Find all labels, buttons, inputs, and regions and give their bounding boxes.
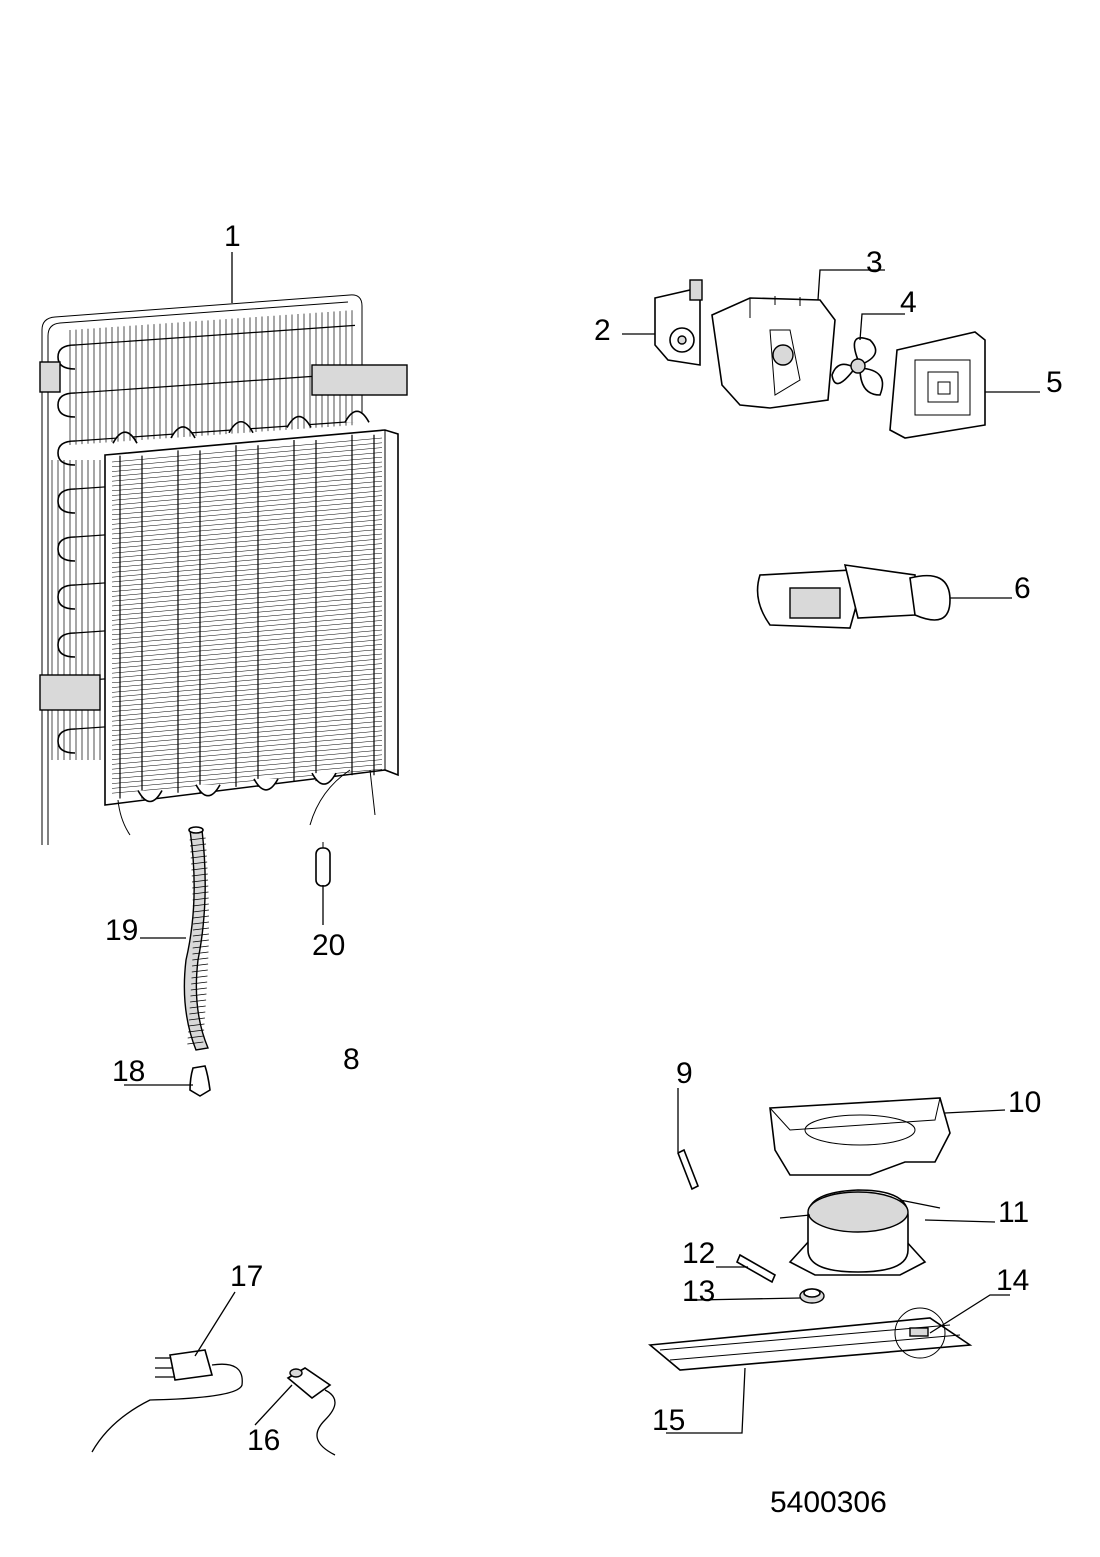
grommet xyxy=(799,1288,825,1304)
callout-4: 4 xyxy=(900,286,917,319)
compressor xyxy=(779,1189,941,1276)
callout-10: 10 xyxy=(1008,1086,1041,1119)
capacitor xyxy=(286,1367,336,1456)
clip xyxy=(735,1253,777,1284)
callout-12: 12 xyxy=(682,1237,715,1270)
callout-3: 3 xyxy=(866,246,883,279)
callout-5: 5 xyxy=(1046,366,1063,399)
callout-6: 6 xyxy=(1014,572,1031,605)
callout-18: 18 xyxy=(112,1055,145,1088)
callout-16: 16 xyxy=(247,1424,280,1457)
condenser xyxy=(39,294,408,845)
callout-14: 14 xyxy=(996,1264,1029,1297)
callout-labels: 1 2 3 4 5 6 8 9 10 11 12 13 14 15 16 17 … xyxy=(105,220,1063,1519)
leader-lines xyxy=(124,252,1040,1434)
callout-9: 9 xyxy=(676,1057,693,1090)
pin xyxy=(676,1148,700,1191)
callout-8: 8 xyxy=(343,1043,360,1076)
callout-11: 11 xyxy=(998,1196,1029,1229)
drain-hose xyxy=(183,826,210,1051)
fan-housing xyxy=(711,296,836,409)
drain-cap xyxy=(189,1065,211,1097)
callout-19: 19 xyxy=(105,914,138,947)
fan-grille xyxy=(889,331,986,439)
detail-circle xyxy=(894,1307,946,1359)
callout-17: 17 xyxy=(230,1260,263,1293)
callout-1: 1 xyxy=(224,220,241,253)
drawing-number: 5400306 xyxy=(770,1486,887,1519)
power-cord xyxy=(91,1349,243,1453)
callout-2: 2 xyxy=(594,314,611,347)
compressor-tray xyxy=(769,1097,951,1176)
callout-13: 13 xyxy=(682,1275,715,1308)
damper-motor xyxy=(654,279,703,366)
fan-blade xyxy=(831,337,884,396)
callout-20: 20 xyxy=(312,929,345,962)
callout-15: 15 xyxy=(652,1404,685,1437)
control-housing xyxy=(756,564,951,629)
base-rail xyxy=(648,1317,973,1371)
drier xyxy=(315,842,331,887)
